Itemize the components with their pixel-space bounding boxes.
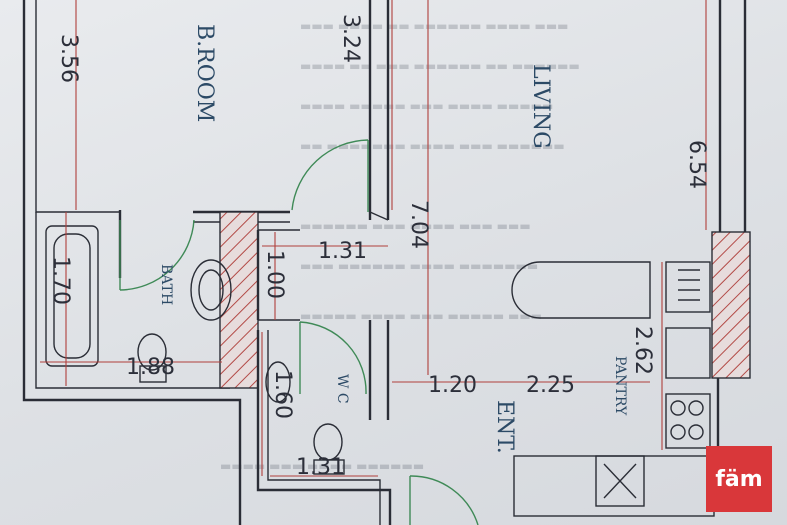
- room-label-pantry: PANTRY: [612, 356, 628, 416]
- svg-text:▬▬▬ ▬▬▬▬▬▬ ▬▬▬▬ ▬▬▬▬▬▬▬: ▬▬▬ ▬▬▬▬▬▬ ▬▬▬▬ ▬▬▬▬▬▬▬: [300, 259, 538, 273]
- room-label-bedroom: B.ROOM: [192, 24, 217, 122]
- dim-3-56: 3.56: [56, 34, 81, 83]
- dim-1-70: 1.70: [48, 256, 73, 305]
- svg-text:▬▬▬▬▬ ▬▬▬▬ ▬▬▬ ▬▬▬▬▬ ▬▬▬: ▬▬▬▬▬ ▬▬▬▬ ▬▬▬ ▬▬▬▬▬ ▬▬▬: [300, 309, 542, 323]
- dim-6-54: 6.54: [684, 140, 709, 189]
- svg-text:▬▬▬▬ ▬▬▬▬▬ ▬▬▬ ▬▬▬▬ ▬▬▬▬▬: ▬▬▬▬ ▬▬▬▬▬ ▬▬▬ ▬▬▬▬ ▬▬▬▬▬: [300, 99, 553, 113]
- room-label-entrance: ENT.: [492, 400, 517, 454]
- room-label-living: LIVING: [528, 64, 553, 149]
- svg-text:▬▬ ▬▬▬▬▬▬▬ ▬▬▬▬ ▬▬▬ ▬▬▬▬▬▬: ▬▬ ▬▬▬▬▬▬▬ ▬▬▬▬ ▬▬▬ ▬▬▬▬▬▬: [300, 139, 565, 153]
- svg-text:▬▬▬▬▬▬ ▬▬▬ ▬▬▬▬ ▬▬▬ ▬▬▬: ▬▬▬▬▬▬ ▬▬▬ ▬▬▬▬ ▬▬▬ ▬▬▬: [300, 219, 531, 233]
- dim-2-62: 2.62: [630, 326, 655, 375]
- dim-2-25: 2.25: [526, 373, 575, 398]
- svg-text:▬▬▬▬ ▬▬▬ ▬▬▬▬ ▬▬▬▬▬▬: ▬▬▬▬ ▬▬▬ ▬▬▬▬ ▬▬▬▬▬▬: [220, 459, 424, 473]
- dim-3-24: 3.24: [338, 14, 363, 63]
- dim-7-04: 7.04: [406, 200, 431, 249]
- dim-1-88: 1.88: [126, 355, 175, 380]
- dim-1-31-wc: 1.31: [296, 455, 345, 480]
- dim-1-00: 1.00: [262, 250, 287, 299]
- dim-1-31: 1.31: [318, 239, 367, 264]
- brand-logo: fäm: [706, 446, 772, 512]
- svg-text:▬▬▬ ▬▬▬▬ ▬▬ ▬▬▬▬▬▬ ▬▬▬▬ ▬▬▬: ▬▬▬ ▬▬▬▬ ▬▬ ▬▬▬▬▬▬ ▬▬▬▬ ▬▬▬: [300, 19, 569, 33]
- brand-logo-text: fäm: [715, 466, 763, 492]
- dimension-lines: [40, 0, 707, 477]
- room-labels: B.ROOM LIVING BATH W C PANTRY ENT.: [158, 24, 628, 454]
- dim-1-20: 1.20: [428, 373, 477, 398]
- dimension-labels: 3.56 3.24 7.04 6.54 1.70 1.31 1.00 1.88 …: [48, 14, 709, 480]
- dim-1-60: 1.60: [270, 370, 295, 419]
- door-arcs: [119, 139, 479, 525]
- room-label-bath: BATH: [158, 264, 174, 305]
- room-label-wc: W C: [334, 374, 350, 404]
- walls: [22, 0, 751, 525]
